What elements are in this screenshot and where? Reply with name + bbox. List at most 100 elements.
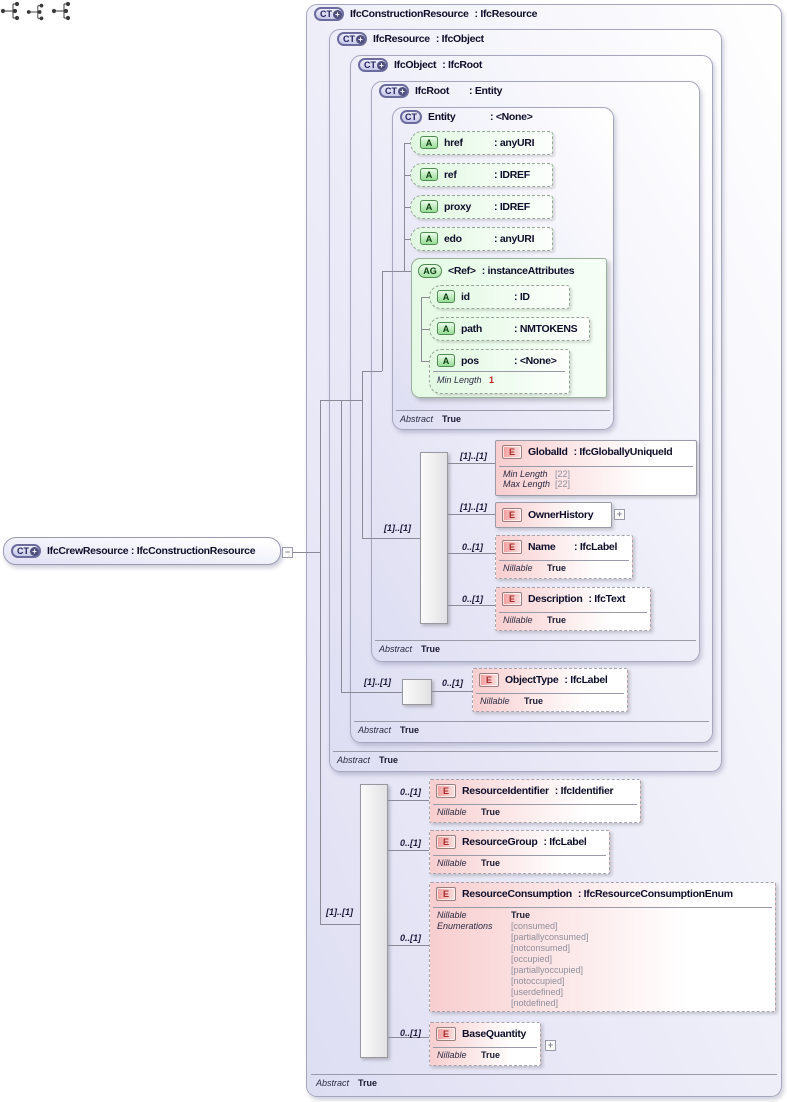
element-type: : IfcLabel: [543, 835, 587, 848]
attribute-name: pos: [461, 354, 479, 367]
type-header-entity[interactable]: CT Entity : <None>: [400, 109, 533, 125]
attribute-box-path[interactable]: [429, 317, 590, 341]
element-header-name: E Name : IfcLabel: [502, 539, 617, 554]
collapse-button[interactable]: −: [282, 547, 293, 558]
element-header-globalid: E GlobalId : IfcGloballyUniqueId: [502, 444, 673, 459]
connector-line: [362, 371, 382, 372]
divider: [433, 371, 565, 372]
connector-line: [448, 605, 495, 606]
facet-maxlength: Max Length[22]: [503, 479, 571, 489]
type-name: IfcConstructionResource: [350, 8, 469, 20]
type-name: IfcObject: [394, 59, 437, 71]
connector-line: [341, 400, 342, 692]
cardinality-label: 0..[1]: [400, 933, 422, 943]
element-header-basequantity: E BaseQuantity: [436, 1026, 526, 1041]
attribute-type: : IDREF: [494, 168, 530, 181]
attribute-name: path: [461, 322, 482, 335]
attribute-row-ref: A ref : IDREF: [420, 167, 530, 182]
attribute-row-edo: A edo : anyURI: [420, 231, 535, 246]
attribute-group-type: : instanceAttributes: [481, 264, 575, 277]
divider: [433, 907, 772, 908]
connector-line: [404, 175, 410, 176]
attribute-icon: A: [437, 354, 455, 367]
type-header-ifcconstructionresource[interactable]: CT+ IfcConstructionResource : IfcResourc…: [314, 6, 537, 22]
element-icon: E: [436, 783, 456, 798]
connector-line: [404, 143, 410, 144]
enum-value: [notoccupied]: [511, 976, 565, 986]
element-box-resourceidentifier[interactable]: [429, 779, 641, 823]
attribute-icon: A: [420, 200, 438, 213]
complextype-icon: CT+: [337, 32, 367, 46]
sequence-icon: [51, 1, 71, 21]
attribute-type: : ID: [514, 290, 530, 303]
expand-button[interactable]: +: [614, 509, 625, 520]
divider: [433, 855, 606, 856]
attribute-row-proxy: A proxy : IDREF: [420, 199, 530, 214]
element-type: : IfcLabel: [574, 540, 618, 553]
type-header-ifcresource[interactable]: CT+ IfcResource : IfcObject: [337, 31, 484, 47]
type-name: Entity: [428, 111, 456, 123]
cardinality-label: [1]..[1]: [460, 502, 487, 512]
element-type: : IfcText: [588, 592, 626, 605]
complextype-icon: CT+: [379, 84, 409, 98]
attribute-row-id: A id : ID: [437, 289, 530, 304]
element-name: Description: [528, 592, 583, 605]
type-header-ifcroot[interactable]: CT+ IfcRoot : Entity: [379, 83, 502, 99]
element-box-globalid[interactable]: [495, 440, 697, 496]
element-box-resourcegroup[interactable]: [429, 830, 610, 874]
attribute-icon: A: [437, 322, 455, 335]
attribute-type: : NMTOKENS: [514, 322, 578, 335]
element-icon: E: [502, 591, 522, 606]
element-icon: E: [436, 834, 456, 849]
divider: [333, 751, 718, 752]
divider: [311, 1074, 777, 1075]
element-header-objecttype: E ObjectType : IfcLabel: [479, 672, 608, 687]
cardinality-label: [1]..[1]: [364, 677, 391, 687]
expand-button[interactable]: +: [545, 1040, 556, 1051]
attribute-icon: A: [420, 168, 438, 181]
element-box-ownerhistory[interactable]: [495, 502, 612, 528]
connector-line: [362, 538, 420, 539]
type-header-ifcobject[interactable]: CT+ IfcObject : IfcRoot: [358, 57, 482, 73]
element-name: BaseQuantity: [462, 1027, 527, 1040]
element-header-resourcegroup: E ResourceGroup : IfcLabel: [436, 834, 587, 849]
connector-line: [382, 271, 411, 272]
divider: [433, 1047, 537, 1048]
element-icon: E: [479, 672, 499, 687]
connector-line: [448, 463, 495, 464]
element-icon: E: [502, 507, 522, 522]
cardinality-label: 0..[1]: [462, 542, 484, 552]
attribute-name: id: [461, 290, 470, 303]
attribute-type: : <None>: [514, 354, 557, 367]
divider: [499, 466, 693, 467]
plus-icon: +: [30, 547, 39, 556]
element-icon: E: [436, 886, 456, 901]
element-icon: E: [502, 539, 522, 554]
attribute-name: proxy: [444, 200, 472, 213]
element-box-resourceconsumption[interactable]: [429, 882, 776, 1012]
connector-line: [320, 400, 321, 924]
enum-value: [occupied]: [511, 954, 553, 964]
cardinality-label: [1]..[1]: [460, 451, 487, 461]
type-base: : IfcRoot: [442, 59, 483, 71]
attribute-group-icon: AG: [418, 263, 442, 278]
element-type: : IfcIdentifier: [554, 784, 614, 797]
cardinality-label: 0..[1]: [400, 838, 422, 848]
element-box-ifccrewresource[interactable]: [3, 537, 281, 565]
complextype-icon: CT+: [358, 58, 388, 72]
attribute-icon: A: [420, 136, 438, 149]
cardinality-label: 0..[1]: [400, 1028, 422, 1038]
divider: [499, 612, 647, 613]
attribute-name: href: [444, 136, 463, 149]
attribute-icon: A: [437, 290, 455, 303]
element-header-resourceidentifier: E ResourceIdentifier : IfcIdentifier: [436, 783, 614, 798]
enum-value: [partiallyconsumed]: [511, 932, 589, 942]
sequence-bar: [420, 452, 448, 624]
